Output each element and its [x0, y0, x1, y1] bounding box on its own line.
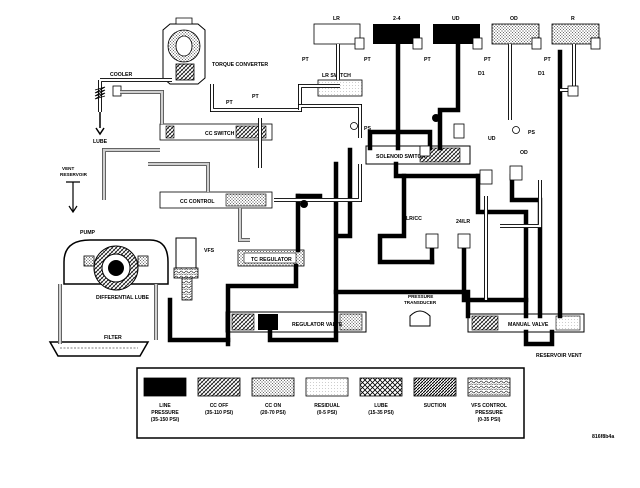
legend-swatch — [305, 377, 349, 397]
label-cc-switch: CC SWITCH — [205, 131, 235, 137]
legend-label: (0-35 PSI) — [478, 417, 501, 423]
label-reservoir-vent: RESERVOIR VENT — [536, 353, 583, 359]
legend-label: (20-70 PSI) — [260, 410, 286, 416]
legend-swatch — [467, 377, 511, 397]
solenoid-switch: SOLENOID SWITCH — [365, 145, 471, 165]
label-filter: FILTER — [104, 335, 122, 341]
label-d1-2: D1 — [538, 71, 545, 77]
label-reservoir: RESERVOIR — [60, 172, 88, 177]
legend-label: (35-110 PSI) — [205, 410, 233, 416]
legend-label: SUCTION — [424, 403, 447, 409]
tc-regulator: TC REGULATOR — [237, 249, 305, 267]
manual-valve: MANUAL VALVE RESERVOIR VENT — [467, 313, 585, 359]
label-tc-regulator: TC REGULATOR — [251, 257, 292, 263]
legend-swatch — [143, 377, 187, 397]
legend-label: PRESSURE — [475, 410, 503, 416]
residual-passages — [210, 44, 576, 300]
label-ud-mid: UD — [488, 136, 496, 142]
label-pt-1: PT — [302, 57, 309, 63]
torque-converter: TORQUE CONVERTER — [162, 17, 268, 85]
pressure-transducer: PRESSURE TRANSDUCER — [404, 294, 437, 327]
label-r: R — [571, 16, 575, 22]
label-pt-5: PT — [544, 57, 551, 63]
legend-swatch — [251, 377, 295, 397]
label-od-mid: OD — [520, 150, 528, 156]
legend-label: (35-150 PSI) — [151, 417, 180, 423]
clutch-boxes: LR 2-4 UD OD R — [313, 16, 601, 50]
label-cc-control: CC CONTROL — [180, 199, 215, 205]
label-ps-2: PS — [528, 130, 535, 136]
label-image-code: 816f8b4a — [592, 434, 614, 440]
label-lr-cc: LR/CC — [406, 216, 422, 222]
label-manual-valve: MANUAL VALVE — [508, 322, 549, 328]
label-ud-top: UD — [452, 16, 460, 22]
filter: FILTER — [48, 335, 150, 357]
legend-label: LINE — [159, 403, 171, 409]
label-vent: VENT — [62, 166, 74, 171]
check-balls — [300, 85, 579, 249]
label-pt-4: PT — [484, 57, 491, 63]
cc-off-passages — [58, 90, 250, 344]
legend-label: RESIDUAL — [314, 403, 340, 409]
label-pt-3: PT — [424, 57, 431, 63]
label-regulator-valve: REGULATOR VALVE — [292, 322, 343, 328]
legend-label: PRESSURE — [151, 410, 179, 416]
label-torque-converter: TORQUE CONVERTER — [212, 62, 268, 68]
vfs-solenoid: VFS — [173, 237, 215, 301]
legend-label: LUBE — [374, 403, 388, 409]
legend-swatch — [197, 377, 241, 397]
legend-label: (15-35 PSI) — [368, 410, 394, 416]
legend-label: VFS CONTROL — [471, 403, 507, 409]
lr-clutch-box — [313, 23, 361, 45]
ud-clutch-box — [433, 24, 480, 44]
label-ps-1: PS — [364, 126, 371, 132]
label-2-4: 2-4 — [393, 16, 401, 22]
od-clutch-box — [491, 23, 540, 45]
label-24-lr: 24/LR — [456, 219, 470, 225]
label-solenoid-switch: SOLENOID SWITCH — [376, 154, 425, 160]
label-pt-2: PT — [364, 57, 371, 63]
legend-label: (0-5 PSI) — [317, 410, 337, 416]
label-transducer: TRANSDUCER — [404, 300, 437, 305]
label-od-top: OD — [510, 16, 518, 22]
regulator-valve: REGULATOR VALVE — [225, 311, 367, 333]
label-lr: LR — [333, 16, 340, 22]
label-pressure: PRESSURE — [408, 294, 433, 299]
line-pressure-passages — [167, 41, 563, 347]
label-differential-lube: DIFFERENTIAL LUBE — [96, 295, 149, 301]
label-cooler: COOLER — [110, 72, 132, 78]
two-four-clutch-box — [373, 24, 420, 44]
pump: PUMP DIFFERENTIAL LUBE — [63, 230, 169, 301]
label-lube: LUBE — [93, 139, 108, 145]
label-pt-6: PT — [226, 100, 233, 106]
label-d1-1: D1 — [478, 71, 485, 77]
legend-label: CC ON — [265, 403, 282, 409]
legend-label: CC OFF — [210, 403, 229, 409]
legend-swatch — [359, 377, 403, 397]
label-vfs: VFS — [204, 248, 215, 254]
accumulator-icons — [354, 37, 601, 50]
cooler-circuit: COOLER LUBE — [93, 72, 172, 145]
small-labels: PT PT PT PT PT PT PT D1 D1 PS PS UD OD L… — [226, 57, 551, 225]
legend-swatch — [413, 377, 457, 397]
label-pt-7: PT — [252, 94, 259, 100]
label-pump: PUMP — [80, 230, 96, 236]
vent-reservoir: VENT RESERVOIR — [60, 166, 88, 214]
